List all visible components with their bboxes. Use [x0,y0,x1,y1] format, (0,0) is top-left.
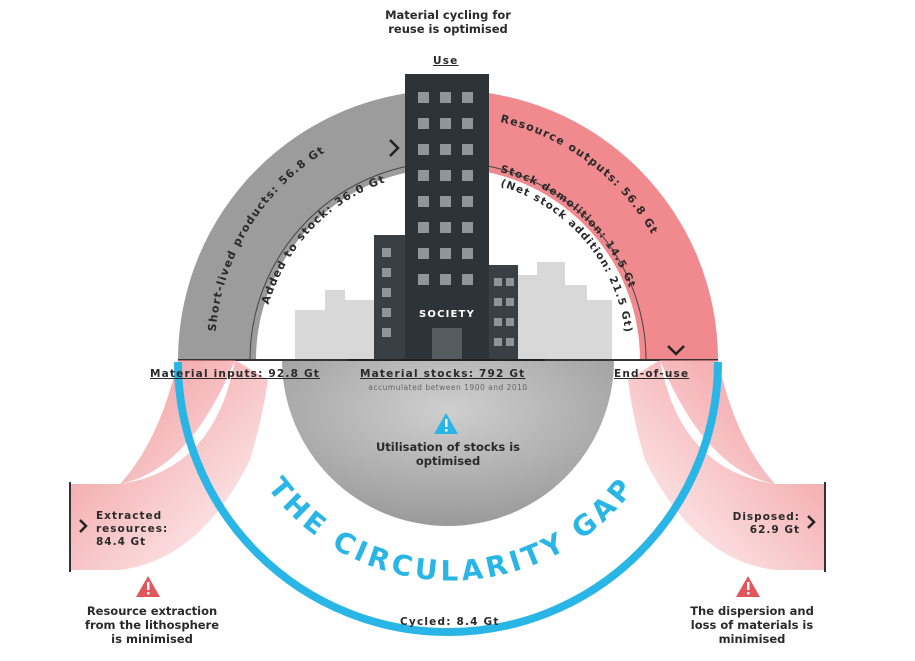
extracted-line3: 84.4 Gt [96,536,147,548]
material-stocks-label: Material stocks: 792 Gt [360,368,526,380]
society-buildings [374,74,518,360]
circularity-gap-arc [174,361,722,636]
short-lived-products-flow [178,90,448,360]
chevron-icon [389,139,400,157]
cycled-label: Cycled: 8.4 Gt [400,616,500,628]
dispersion-note: The dispersion and loss of materials is … [672,604,832,646]
extracted-line2: resources: [96,523,169,535]
use-label: Use [433,55,459,67]
top-note: Material cycling for reuse is optimised [360,8,536,36]
disposed-line2: 62.9 Gt [749,524,800,536]
extraction-note-line1: Resource extraction [86,604,218,618]
dispersion-note-line2: loss of materials is [690,618,814,632]
stocks-note-line2: optimised [415,454,481,468]
dispersion-note-line1: The dispersion and [690,604,814,618]
stocks-note: Utilisation of stocks is optimised [368,440,528,468]
dispersion-note-line3: minimised [718,632,786,646]
extracted-label: Extracted resources: 84.4 Gt [96,510,168,549]
extraction-flow [70,360,268,570]
stocks-sublabel: accumulated between 1900 and 2010 [368,383,528,392]
society-label: SOCIETY [419,309,475,320]
resource-outputs-flow [448,90,718,360]
extraction-note-line3: is minimised [111,632,193,646]
warning-icon [136,576,160,597]
material-stocks-circle [282,360,614,526]
end-of-use-label: End-of-use [614,368,690,380]
chevron-icon [79,519,88,533]
warning-icon [434,413,458,434]
extracted-line1: Extracted [96,510,163,522]
extraction-note-line2: from the lithosphere [84,618,220,632]
warning-icon [736,576,760,597]
disposal-flow [628,360,825,570]
chevron-icon [807,515,816,529]
disposed-line1: Disposed: [732,511,800,523]
chevron-icon [667,345,685,356]
city-skyline [295,262,612,360]
stocks-note-line1: Utilisation of stocks is [375,440,521,454]
top-note-line2: reuse is optimised [388,22,508,36]
material-inputs-label: Material inputs: 92.8 Gt [150,368,320,380]
extraction-note: Resource extraction from the lithosphere… [72,604,232,646]
disposed-label: Disposed: 62.9 Gt [726,511,800,537]
top-note-line1: Material cycling for [385,8,511,22]
